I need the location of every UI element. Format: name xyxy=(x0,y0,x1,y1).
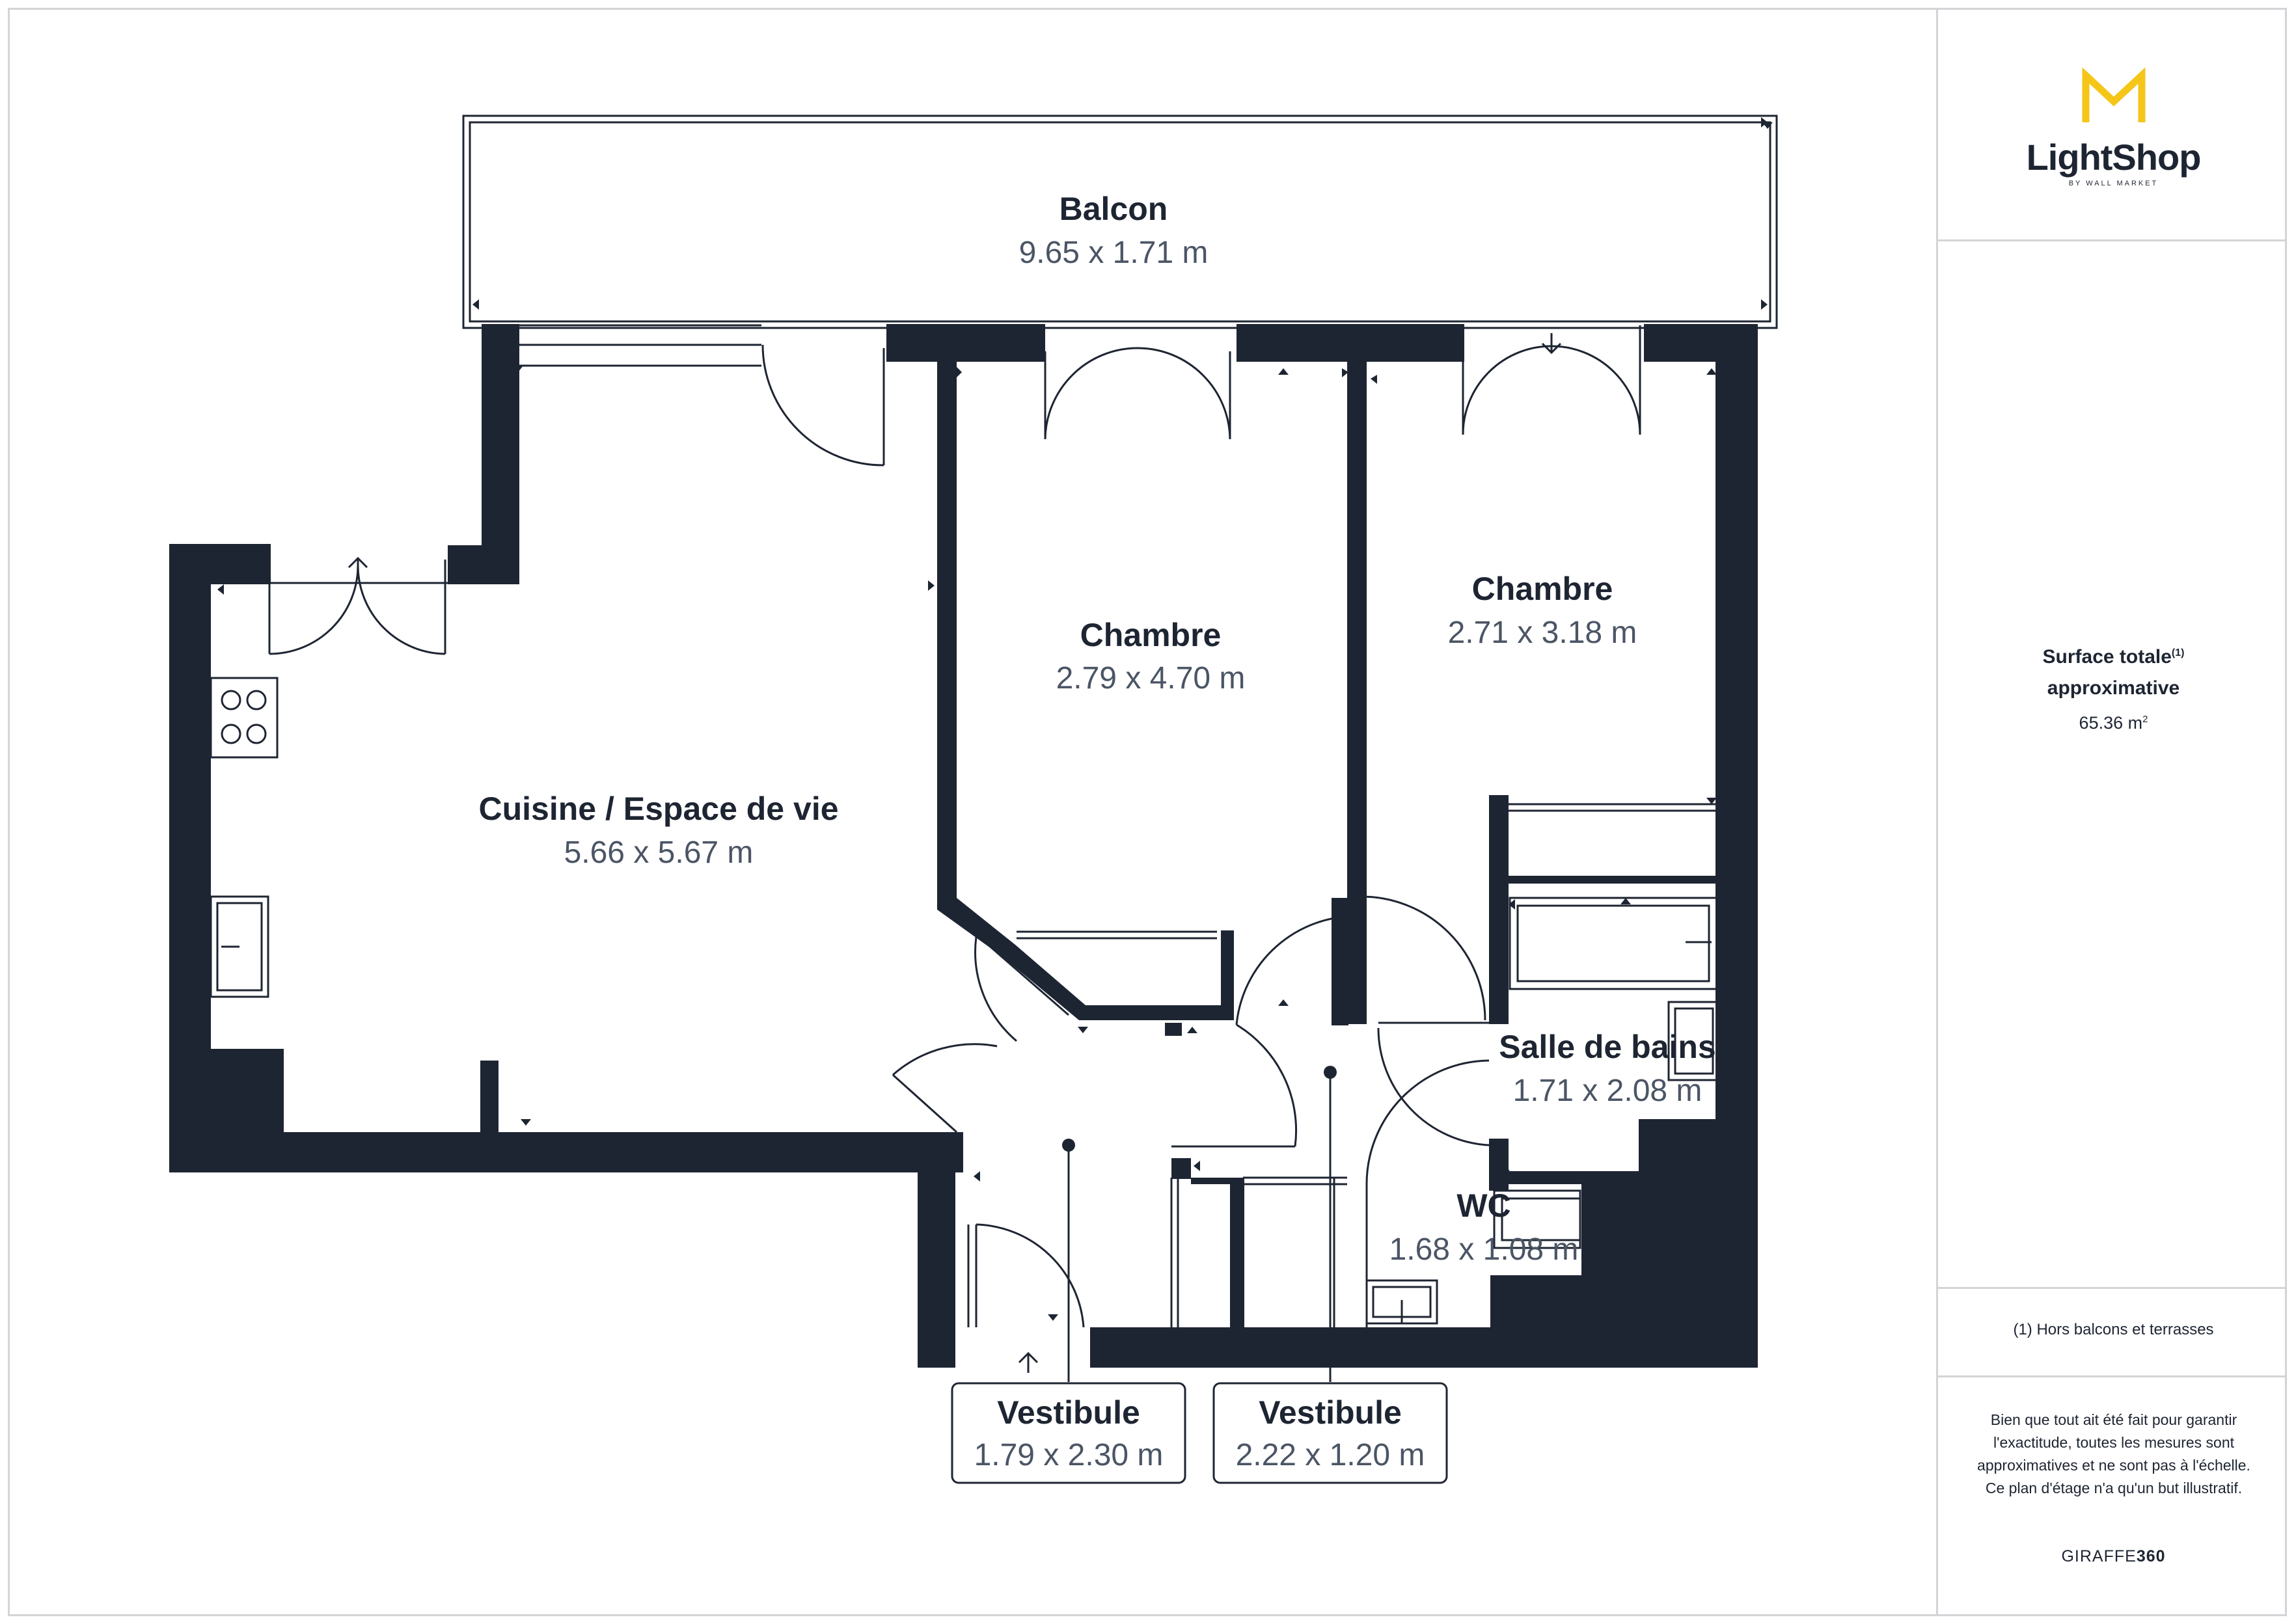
room-dims-cuisine: 5.66 x 5.67 m xyxy=(564,835,754,870)
sidebar-separator xyxy=(1938,1287,2287,1289)
surface-label: Surface totale(1) approximative xyxy=(1938,638,2289,704)
room-name-balcon: Balcon xyxy=(1059,191,1168,227)
room-name-wc: WC xyxy=(1456,1187,1510,1224)
burner-icon xyxy=(246,690,267,710)
room-name-cuisine: Cuisine / Espace de vie xyxy=(478,791,838,827)
burner-icon xyxy=(246,724,267,744)
burner-icon xyxy=(221,690,241,710)
disclaimer: Bien que tout ait été fait pour garantir… xyxy=(1977,1411,2250,1496)
walls xyxy=(169,324,1758,1368)
room-name-salle-de-bains: Salle de bains xyxy=(1499,1029,1715,1065)
brand-name: LightShop xyxy=(2026,137,2202,178)
brand-block: LightShop BY WALL MARKET xyxy=(1938,65,2289,202)
room-dims-wc: 1.68 x 1.08 m xyxy=(1389,1232,1579,1267)
room-dims-chambre-2: 2.71 x 3.18 m xyxy=(1448,616,1637,650)
surface-value-number: 65.36 m xyxy=(2079,713,2143,733)
cooktop-icon xyxy=(210,677,279,759)
room-name-chambre-1: Chambre xyxy=(1080,617,1222,653)
room-name-vestibule-2: Vestibule xyxy=(1259,1394,1402,1431)
floor-plan: Balcon 9.65 x 1.71 m Cuisine / Espace de… xyxy=(169,115,1778,1484)
brand-subtitle: BY WALL MARKET xyxy=(2068,180,2159,187)
credit: GIRAFFE360 xyxy=(1938,1547,2289,1566)
balcony-inner-outline xyxy=(469,121,1771,323)
credit-suffix: 360 xyxy=(2136,1547,2166,1565)
surface-value: 65.36 m2 xyxy=(1938,713,2289,733)
vestibule-label-box xyxy=(951,1382,1186,1484)
sidebar-separator xyxy=(1938,1375,2287,1377)
room-dims-balcon: 9.65 x 1.71 m xyxy=(1019,236,1209,270)
sidebar-separator xyxy=(1938,239,2287,241)
credit-prefix: GIRAFFE xyxy=(2061,1547,2137,1565)
room-dims-vestibule-1: 1.79 x 2.30 m xyxy=(974,1438,1164,1472)
sheet-frame xyxy=(8,8,2287,1616)
room-name-vestibule-1: Vestibule xyxy=(997,1394,1140,1431)
surface-value-unit-sup: 2 xyxy=(2142,714,2148,725)
room-dims-vestibule-2: 2.22 x 1.20 m xyxy=(1236,1438,1425,1472)
bathtub-icon xyxy=(1509,897,1718,990)
sidebar-divider xyxy=(1936,8,1938,1616)
vestibule-pointer-dot xyxy=(1324,1066,1337,1079)
surface-summary: Surface totale(1) approximative 65.36 m2 xyxy=(1938,638,2289,733)
surface-label-line-1: Surface totale xyxy=(2042,646,2172,668)
vestibule-pointer-dot xyxy=(1062,1139,1075,1152)
room-dims-salle-de-bains: 1.71 x 2.08 m xyxy=(1513,1074,1702,1108)
vestibule-label-box xyxy=(1212,1382,1448,1484)
surface-footnote-ref: (1) xyxy=(2171,647,2185,658)
balcony-outline xyxy=(462,115,1778,329)
room-dims-chambre-1: 2.79 x 4.70 m xyxy=(1056,661,1246,696)
lightshop-logo-icon xyxy=(2082,67,2145,122)
dimension-arrows xyxy=(217,117,1773,1321)
room-name-chambre-2: Chambre xyxy=(1472,571,1613,607)
footnote: (1) Hors balcons et terrasses xyxy=(2013,1321,2214,1338)
surface-label-line-2: approximative xyxy=(2047,677,2180,699)
plan-thin-lines xyxy=(210,115,1778,1382)
burner-icon xyxy=(221,724,241,744)
